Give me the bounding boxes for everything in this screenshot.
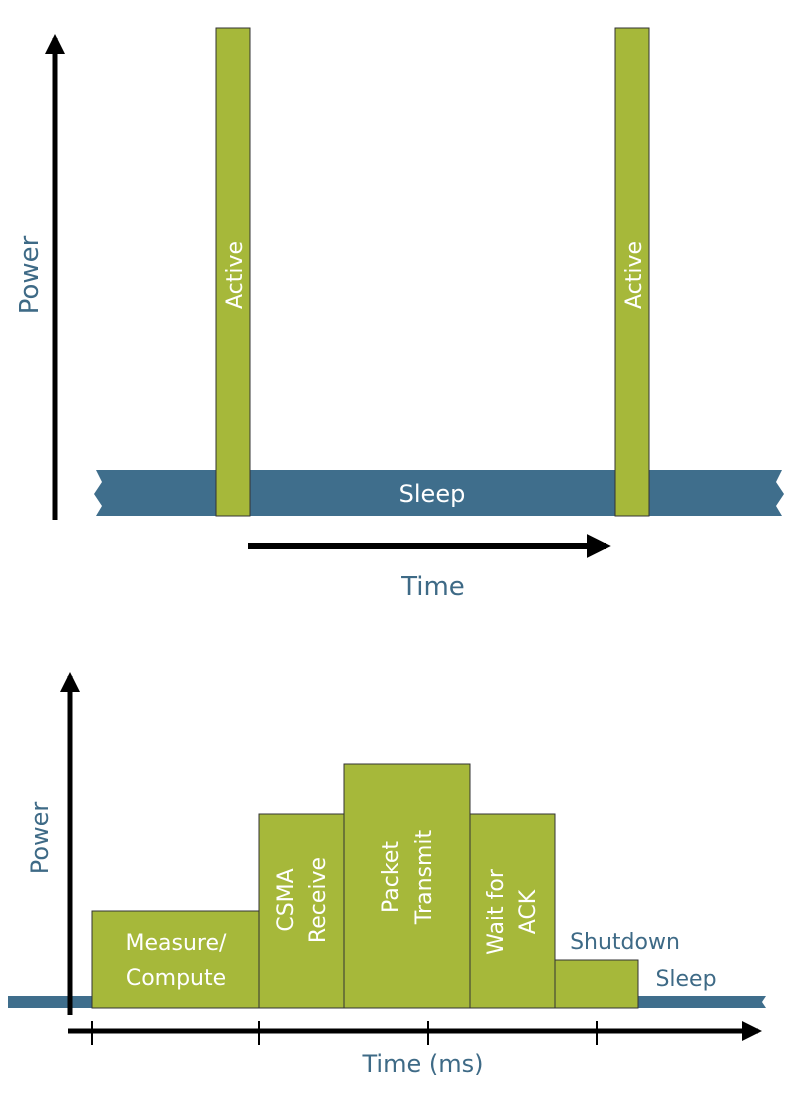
measure-compute-bar [91,910,260,1009]
wait-for-ack-label-line1: Wait for [484,868,509,955]
top-active-label-2: Active [622,241,647,309]
measure-compute-label-line1: Measure/ [126,931,228,956]
shutdown-label: Shutdown [570,930,680,955]
top-diagram: Sleep Active Active Power Time [15,27,784,602]
measure-compute-label-line2: Compute [126,966,226,991]
wait-for-ack-label-line2: ACK [516,889,541,934]
top-active-bar-1 [215,27,251,517]
top-sleep-band [94,470,784,516]
top-x-axis-label: Time [400,572,465,602]
packet-transmit-label-line2: Transmit [412,829,437,925]
top-active-bar-2 [614,27,650,517]
bottom-sleep-label: Sleep [655,967,716,992]
top-y-axis-label: Power [15,235,45,314]
csma-receive-label-line1: CSMA [274,868,299,931]
top-sleep-label: Sleep [399,480,466,508]
bottom-x-axis-ticks [91,1021,598,1045]
csma-receive-bar [258,813,345,1009]
packet-transmit-bar [343,763,471,1009]
bottom-x-axis-label: Time (ms) [362,1050,484,1078]
wait-for-ack-bar [469,813,556,1009]
csma-receive-label-line2: Receive [306,857,331,943]
top-active-label-1: Active [223,241,248,309]
bottom-y-axis-label: Power [26,802,54,875]
packet-transmit-label-line1: Packet [379,841,404,913]
shutdown-bar [554,959,639,1009]
bottom-diagram: Measure/ Compute CSMA Receive Packet Tra… [8,672,766,1078]
